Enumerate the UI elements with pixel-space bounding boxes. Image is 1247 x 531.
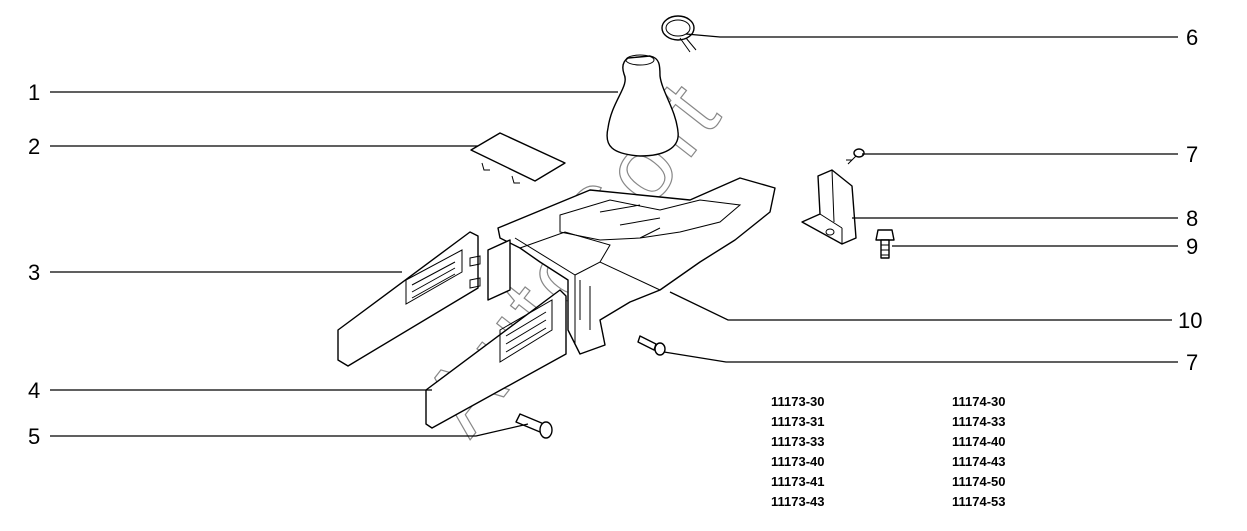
- code-item: 11174-40: [952, 434, 1006, 449]
- callout-3: 3: [28, 260, 40, 285]
- part-9-bolt: [875, 229, 895, 259]
- leader-7b: [663, 351, 1178, 363]
- code-item: 11174-50: [952, 474, 1006, 489]
- callout-7-upper: 7: [1186, 142, 1198, 167]
- part-codes-right: 11174-30 11174-33 11174-40 11174-43 1117…: [952, 392, 1006, 512]
- callout-10: 10: [1178, 308, 1202, 333]
- callout-2: 2: [28, 134, 40, 159]
- callout-7-lower: 7: [1186, 350, 1198, 375]
- leader-lines: [50, 33, 1178, 437]
- leader-10: [669, 291, 1172, 321]
- leader-6: [685, 33, 1178, 38]
- callout-6: 6: [1186, 25, 1198, 50]
- part-3-left-panel: [337, 231, 511, 367]
- code-item: 11173-31: [771, 414, 825, 429]
- callout-8: 8: [1186, 206, 1198, 231]
- part-2-lid: [470, 132, 566, 184]
- callout-5: 5: [28, 424, 40, 449]
- part-5-screw: [515, 413, 553, 439]
- code-item: 11173-33: [771, 434, 825, 449]
- part-8-bracket: [801, 169, 857, 245]
- code-item: 11174-30: [952, 394, 1006, 409]
- part-10-console: [497, 177, 776, 355]
- code-item: 11173-40: [771, 454, 825, 469]
- part-codes-left: 11173-30 11173-31 11173-33 11173-40 1117…: [771, 392, 825, 512]
- callout-9: 9: [1186, 234, 1198, 259]
- leader-5: [50, 423, 529, 437]
- code-item: 11173-30: [771, 394, 825, 409]
- callout-1: 1: [28, 80, 40, 105]
- part-4-right-panel: [425, 289, 567, 429]
- code-item: 11173-41: [771, 474, 825, 489]
- code-item: 11173-43: [771, 494, 825, 509]
- callout-numbers: 1 2 3 4 5 6 7 8 9 10 7: [28, 25, 1202, 449]
- callout-4: 4: [28, 378, 40, 403]
- part-7-screw-lower: [637, 335, 666, 356]
- part-7-screw-upper: [846, 148, 865, 165]
- code-item: 11174-53: [952, 494, 1006, 509]
- code-item: 11174-43: [952, 454, 1006, 469]
- part-1-gear-boot: [606, 54, 679, 157]
- code-item: 11174-33: [952, 414, 1006, 429]
